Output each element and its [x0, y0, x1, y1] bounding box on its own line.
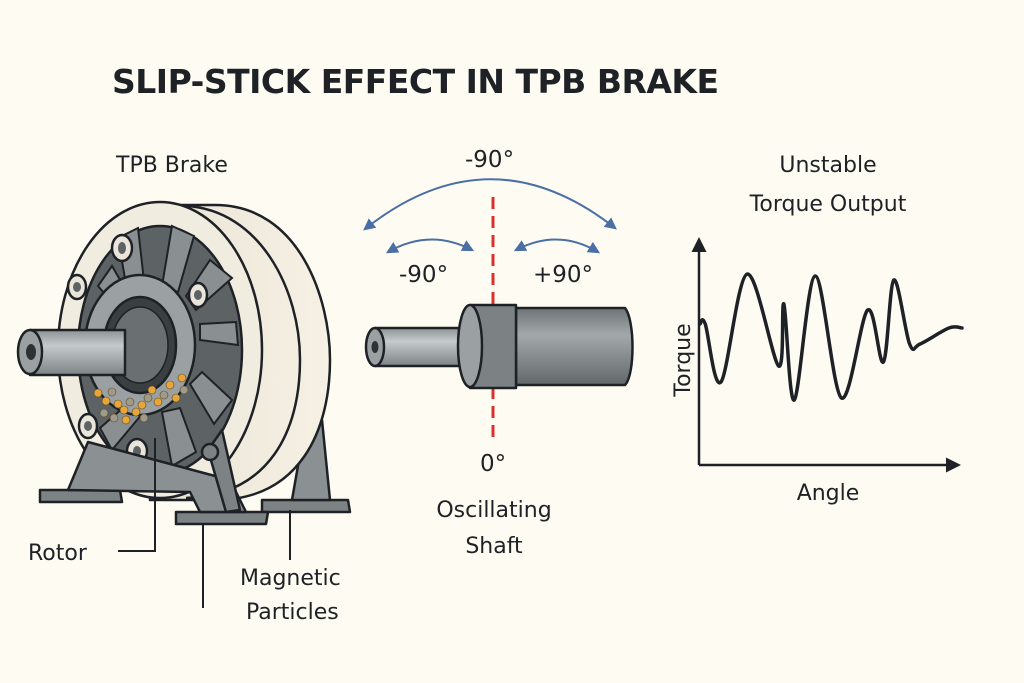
torque-chart: [691, 237, 964, 473]
left-swing-arrow: [385, 238, 475, 254]
x-axis-label: Angle: [797, 481, 860, 506]
drum-edge: [185, 204, 302, 500]
brake-illustration: [16, 200, 352, 608]
shaft-label-line2: Shaft: [465, 534, 523, 559]
right-swing-arrow: [513, 238, 601, 254]
magnetic-particles: [93, 373, 189, 425]
graph-title-line2: Torque Output: [749, 192, 907, 217]
graph-title-line1: Unstable: [779, 153, 876, 178]
brake-heading: TPB Brake: [115, 153, 228, 178]
base-foot-rear: [260, 498, 352, 514]
mount-screw: [200, 442, 220, 462]
zero-angle-label: 0°: [480, 451, 506, 477]
rotor-label: Rotor: [28, 541, 88, 566]
oscillating-shaft-illustration: [363, 178, 634, 440]
base-foot-front: [174, 510, 270, 526]
torque-series-line: [698, 272, 964, 402]
y-axis-label: Torque: [671, 323, 696, 397]
right-angle-label: +90°: [533, 262, 593, 288]
particles-label-line2: Particles: [246, 600, 339, 625]
rotor-leader: [118, 438, 156, 552]
shaft-large-section: [514, 306, 634, 387]
full-swing-arrow: [363, 178, 617, 231]
page-title: SLIP-STICK EFFECT IN TPB BRAKE: [112, 62, 719, 101]
base-bracket: [66, 440, 248, 514]
left-angle-label: -90°: [399, 262, 448, 288]
input-shaft: [28, 328, 127, 377]
top-angle-label: -90°: [465, 147, 514, 173]
particles-label-line1: Magnetic: [240, 566, 341, 591]
shaft-label-line1: Oscillating: [436, 498, 551, 523]
